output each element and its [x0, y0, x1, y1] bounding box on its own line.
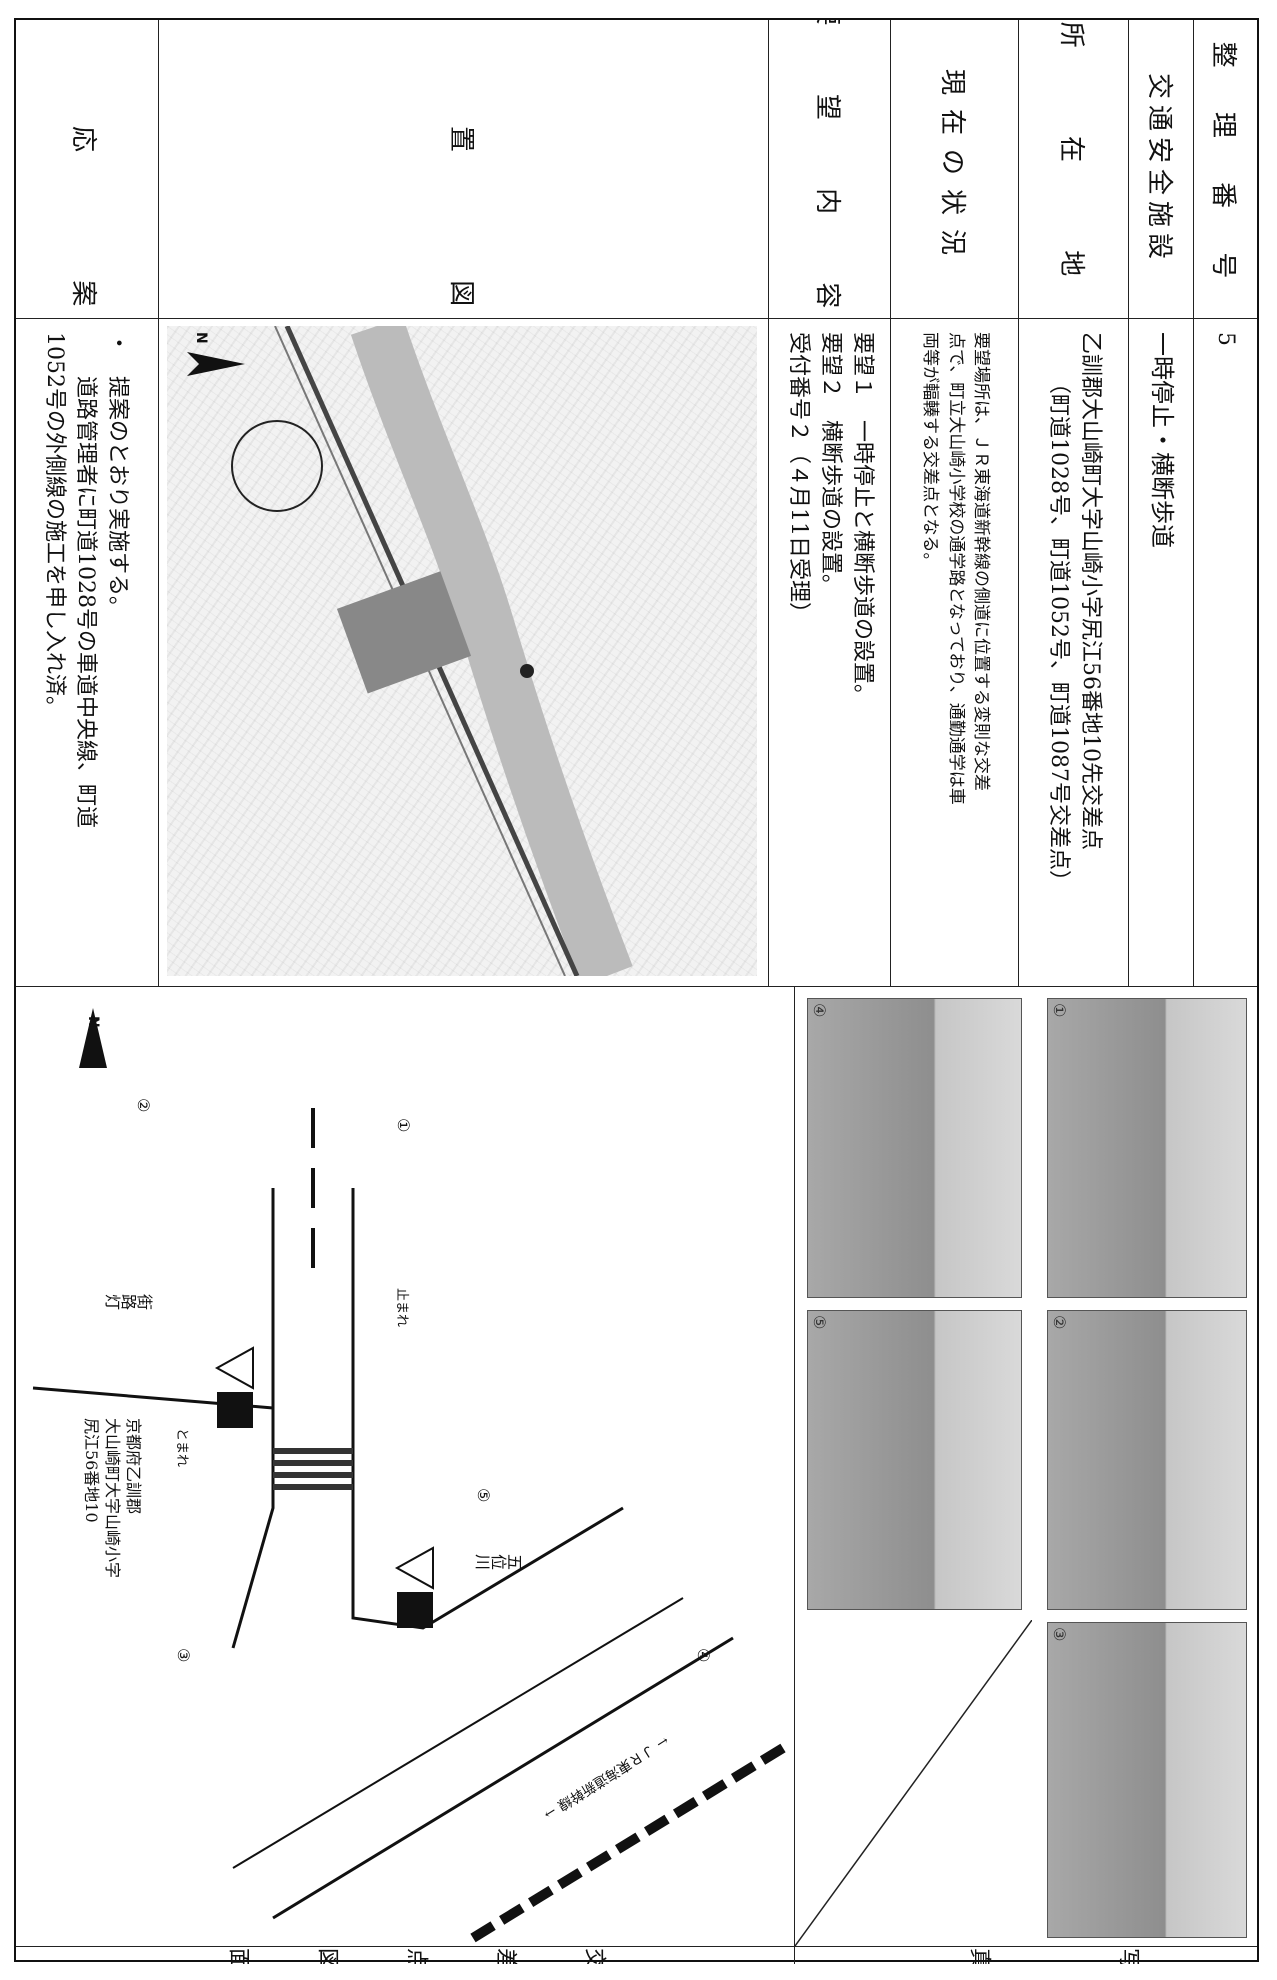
photo-2-number: ②: [1050, 1315, 1069, 1330]
label-response: 対 応 案: [68, 20, 98, 318]
school-building: [336, 571, 472, 694]
diagram-point-1: ①: [394, 1118, 413, 1133]
empty-photo-slash: [795, 1620, 1032, 1946]
map-north-label: N: [193, 332, 209, 344]
sign-text-2: とまれ: [174, 1428, 189, 1468]
divider-label-column: [16, 318, 1257, 319]
streetlight-label: 街路灯: [105, 1291, 153, 1310]
road-edge-1: [272, 1636, 734, 1920]
photo-2: ②: [1047, 1310, 1247, 1610]
request-line-1: 要望１ 一時停止と横断歩道の設置。: [849, 332, 875, 707]
river-band: [350, 317, 633, 986]
photo-1-number: ①: [1050, 1003, 1069, 1018]
value-response: ・ 提案のとおり実施する。 道路管理者に町道1028号の車道中央線、町道 105…: [12, 320, 159, 984]
address-line-1: 京都府乙訓郡: [124, 1418, 143, 1515]
response-line-1: ・ 提案のとおり実施する。: [105, 332, 131, 619]
location-line-1: 乙訓郡大山崎町大字山崎小字尻江56番地10先交差点: [1077, 332, 1103, 850]
photo-1: ①: [1047, 998, 1247, 1298]
label-map: 位 置 図: [446, 20, 477, 318]
label-request: 要 望 内 容: [812, 20, 843, 318]
location-map-drawing: [231, 317, 633, 986]
status-line-3: 両等が輻輳する交差点となる。: [920, 332, 941, 570]
location-line-2: （町道1028号、町道1052号、町道1087号交差点）: [1046, 372, 1071, 892]
response-line-2: 道路管理者に町道1028号の車道中央線、町道: [73, 332, 99, 828]
value-request: 要望１ 一時停止と横断歩道の設置。 要望２ 横断歩道の設置。 受付番号２（４月1…: [769, 320, 891, 984]
diagram-point-5: ⑤: [474, 1488, 493, 1503]
value-number: 5: [1213, 332, 1239, 346]
divider-center: [16, 986, 1257, 987]
status-line-2: 点で、町立大山崎小学校の通学路となっており、通勤通学は車: [945, 332, 966, 805]
photo-heading: 写 真: [910, 1948, 1142, 1964]
value-location: 乙訓郡大山崎町大字山崎小字尻江56番地10先交差点 （町道1028号、町道105…: [1019, 320, 1129, 984]
diagram-north-arrow-icon: [79, 1008, 107, 1068]
diagram-point-4: ④: [694, 1648, 713, 1663]
crosswalk: [273, 1448, 353, 1490]
photo-5-number: ⑤: [810, 1315, 829, 1330]
stop-sign-icon-2: [214, 1346, 254, 1428]
diagram-north-label: N: [85, 1016, 101, 1028]
photo-4-number: ④: [810, 1003, 829, 1018]
river-label: 五位川: [475, 1551, 523, 1570]
diagram-point-3: ③: [174, 1648, 193, 1663]
intersection-drawing: [32, 1008, 786, 1943]
request-line-3: 受付番号２（４月11日受理）: [786, 332, 812, 624]
photo-3: ③: [1047, 1622, 1247, 1938]
intersection-diagram: 五位川 街路灯 ← ＪＲ東海道新幹線 → N 止まれ とまれ 京都府乙訓郡 大山…: [14, 988, 793, 1944]
target-circle: [231, 420, 323, 512]
status-line-1: 要望場所は、ＪＲ東海道新幹線の側道に位置する変則な交差: [971, 332, 992, 791]
form-frame: 整 理 番 号 交通安全施設 所 在 地 現在の状況 要 望 内 容 位 置 図…: [12, 18, 1259, 1964]
diagram-heading: 交 差 点 図 面: [199, 1948, 608, 1964]
label-location: 所 在 地: [1056, 21, 1087, 317]
diagram-point-2: ②: [134, 1098, 153, 1113]
diagram-address: 京都府乙訓郡 大山崎町大字山崎小字 尻江56番地10: [81, 1418, 143, 1578]
address-line-3: 尻江56番地10: [82, 1418, 102, 1523]
photo-3-number: ③: [1050, 1627, 1069, 1642]
label-number: 整 理 番 号: [1208, 41, 1238, 297]
road-edge-2: [232, 1597, 684, 1869]
marker-dot: [520, 664, 534, 678]
location-map: N: [167, 317, 757, 986]
response-line-3: 1052号の外側線の施工を申し入れ済。: [41, 332, 67, 718]
request-line-2: 要望２ 横断歩道の設置。: [817, 332, 843, 597]
map-north-arrow-icon: [187, 352, 245, 376]
road-south: [231, 1188, 275, 1649]
photo-heading-divider: [795, 1946, 1257, 1947]
label-facility: 交通安全施設: [1144, 72, 1174, 265]
value-facility: 一時停止・横断歩道: [1147, 332, 1176, 548]
photo-5: ⑤: [807, 1310, 1022, 1610]
diagram-heading-divider: [16, 1946, 795, 1947]
road-north: [351, 1448, 624, 1630]
jr-line: [470, 1743, 786, 1943]
label-status: 現在の状況: [937, 68, 968, 269]
photo-4: ④: [807, 998, 1022, 1298]
stop-sign-icon-1: [394, 1546, 434, 1628]
sign-text-1: 止まれ: [394, 1288, 409, 1328]
address-line-2: 大山崎町大字山崎小字: [103, 1418, 123, 1579]
value-status: 要望場所は、ＪＲ東海道新幹線の側道に位置する変則な交差 点で、町立大山崎小学校の…: [891, 320, 1019, 984]
